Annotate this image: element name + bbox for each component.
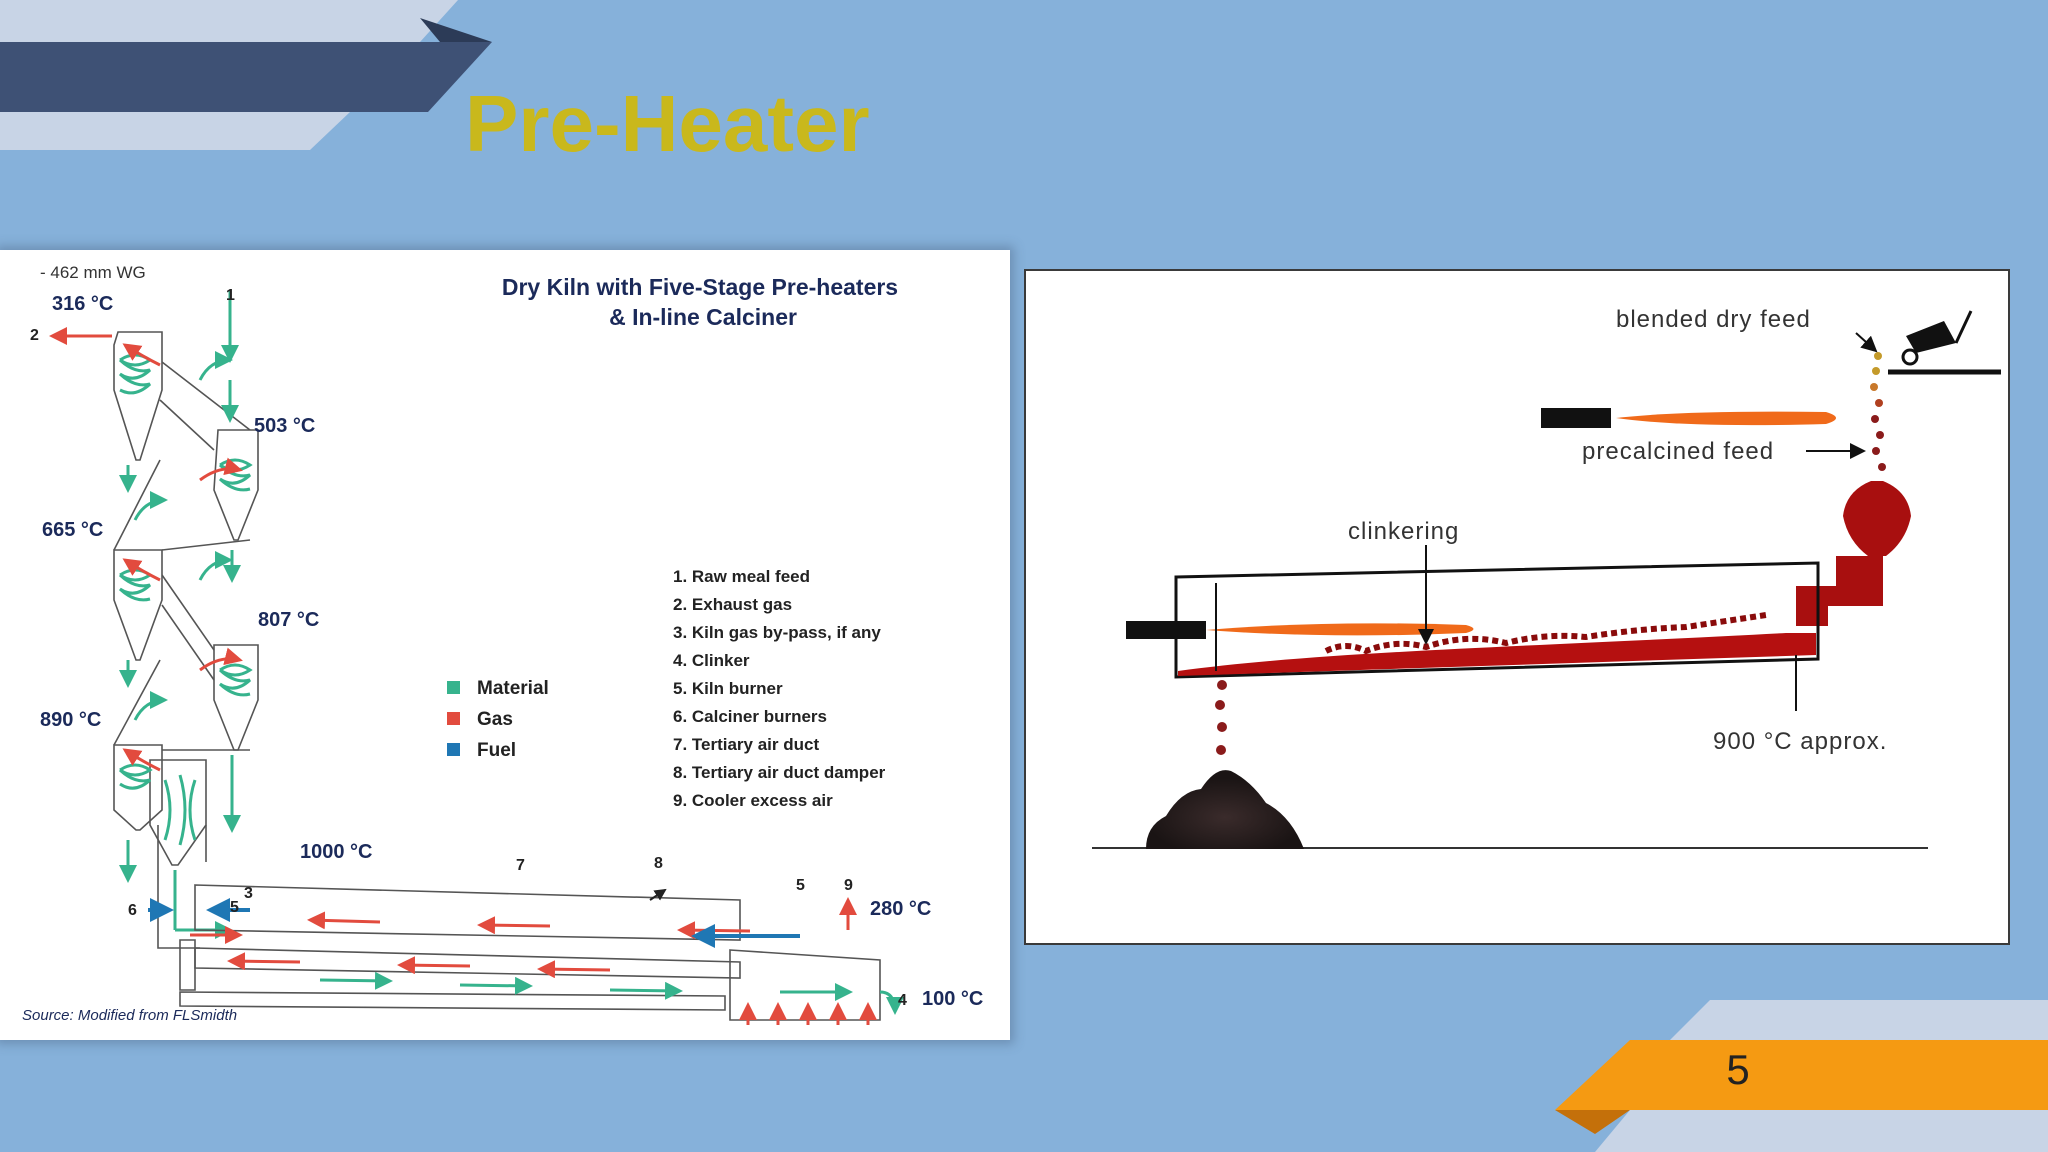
pressure-label: - 462 mm WG <box>40 263 146 282</box>
list-item: 1. Raw meal feed <box>673 567 810 586</box>
preheater-diagram-panel: Dry Kiln with Five-Stage Pre-heaters & I… <box>0 250 1010 1040</box>
diagram-title-line2: & In-line Calciner <box>609 304 797 330</box>
legend-fuel: Fuel <box>477 740 516 761</box>
wheelbarrow-icon <box>1901 310 1973 366</box>
temp-316: 316 °C <box>52 293 113 315</box>
header-banner <box>0 0 492 150</box>
list-item: 7. Tertiary air duct <box>673 735 819 754</box>
marker-9: 9 <box>844 877 853 894</box>
damper-marker <box>649 888 667 901</box>
temp-665: 665 °C <box>42 519 103 541</box>
list-item: 6. Calciner burners <box>673 707 827 726</box>
component-list: 1. Raw meal feed 2. Exhaust gas 3. Kiln … <box>673 567 886 810</box>
feed-stream <box>1870 352 1886 471</box>
temp-100: 100 °C <box>922 988 983 1010</box>
temp-807: 807 °C <box>258 609 319 631</box>
marker-5-kiln-burner: 5 <box>796 877 805 894</box>
list-item: 9. Cooler excess air <box>673 791 833 810</box>
gas-flow-arrows <box>49 327 243 772</box>
marker-4: 4 <box>898 992 907 1009</box>
preheater-burner <box>1541 408 1611 428</box>
page-number: 5 <box>1726 1046 1750 1093</box>
temp-890: 890 °C <box>40 709 101 731</box>
marker-8: 8 <box>654 855 663 872</box>
rotary-kiln <box>1126 561 1820 679</box>
clinker-pile <box>1146 770 1304 849</box>
diagram-title-line1: Dry Kiln with Five-Stage Pre-heaters <box>502 274 898 300</box>
list-item: 5. Kiln burner <box>673 679 783 698</box>
marker-3: 3 <box>244 885 253 902</box>
temp-280: 280 °C <box>870 898 931 920</box>
pointer-lines <box>1215 332 1878 711</box>
marker-1: 1 <box>226 287 235 304</box>
legend: Material Gas Fuel <box>447 678 549 761</box>
kiln-diagram: blended dry feed precalcined feed clinke… <box>1092 306 2001 849</box>
fuel-arrows <box>148 898 800 948</box>
marker-5-calciner: 5 <box>230 899 239 916</box>
kiln-gas-arrows <box>190 897 877 1025</box>
legend-swatch-gas <box>447 712 460 725</box>
preheater-flame <box>1616 411 1836 426</box>
legend-material: Material <box>477 678 549 699</box>
source-note: Source: Modified from FLSmidth <box>22 1007 237 1024</box>
label-precalcined-feed: precalcined feed <box>1582 438 1774 465</box>
cyclone-tower <box>113 331 259 949</box>
slide-title: Pre-Heater <box>465 79 870 168</box>
label-900-approx: 900 °C approx. <box>1713 728 1887 755</box>
list-item: 4. Clinker <box>673 651 750 670</box>
list-item: 3. Kiln gas by-pass, if any <box>673 623 881 642</box>
marker-6: 6 <box>128 902 137 919</box>
kiln-material-arrows <box>319 971 904 1015</box>
list-item: 2. Exhaust gas <box>673 595 792 614</box>
marker-7: 7 <box>516 857 525 874</box>
marker-2: 2 <box>30 327 39 344</box>
legend-swatch-material <box>447 681 460 694</box>
legend-gas: Gas <box>477 709 513 730</box>
label-clinkering: clinkering <box>1348 518 1459 545</box>
clinker-drop <box>1215 680 1228 781</box>
label-blended-dry-feed: blended dry feed <box>1616 306 1811 333</box>
preheater-diagram: Dry Kiln with Five-Stage Pre-heaters & I… <box>22 263 983 1025</box>
footer-banner <box>1555 1000 2048 1152</box>
list-item: 8. Tertiary air duct damper <box>673 763 886 782</box>
temp-1000: 1000 °C <box>300 841 373 863</box>
temp-503: 503 °C <box>254 415 315 437</box>
calciner-hopper <box>1796 481 1911 626</box>
legend-swatch-fuel <box>447 743 460 756</box>
kiln-diagram-panel: blended dry feed precalcined feed clinke… <box>1024 269 2010 945</box>
kiln-body <box>179 884 881 1021</box>
